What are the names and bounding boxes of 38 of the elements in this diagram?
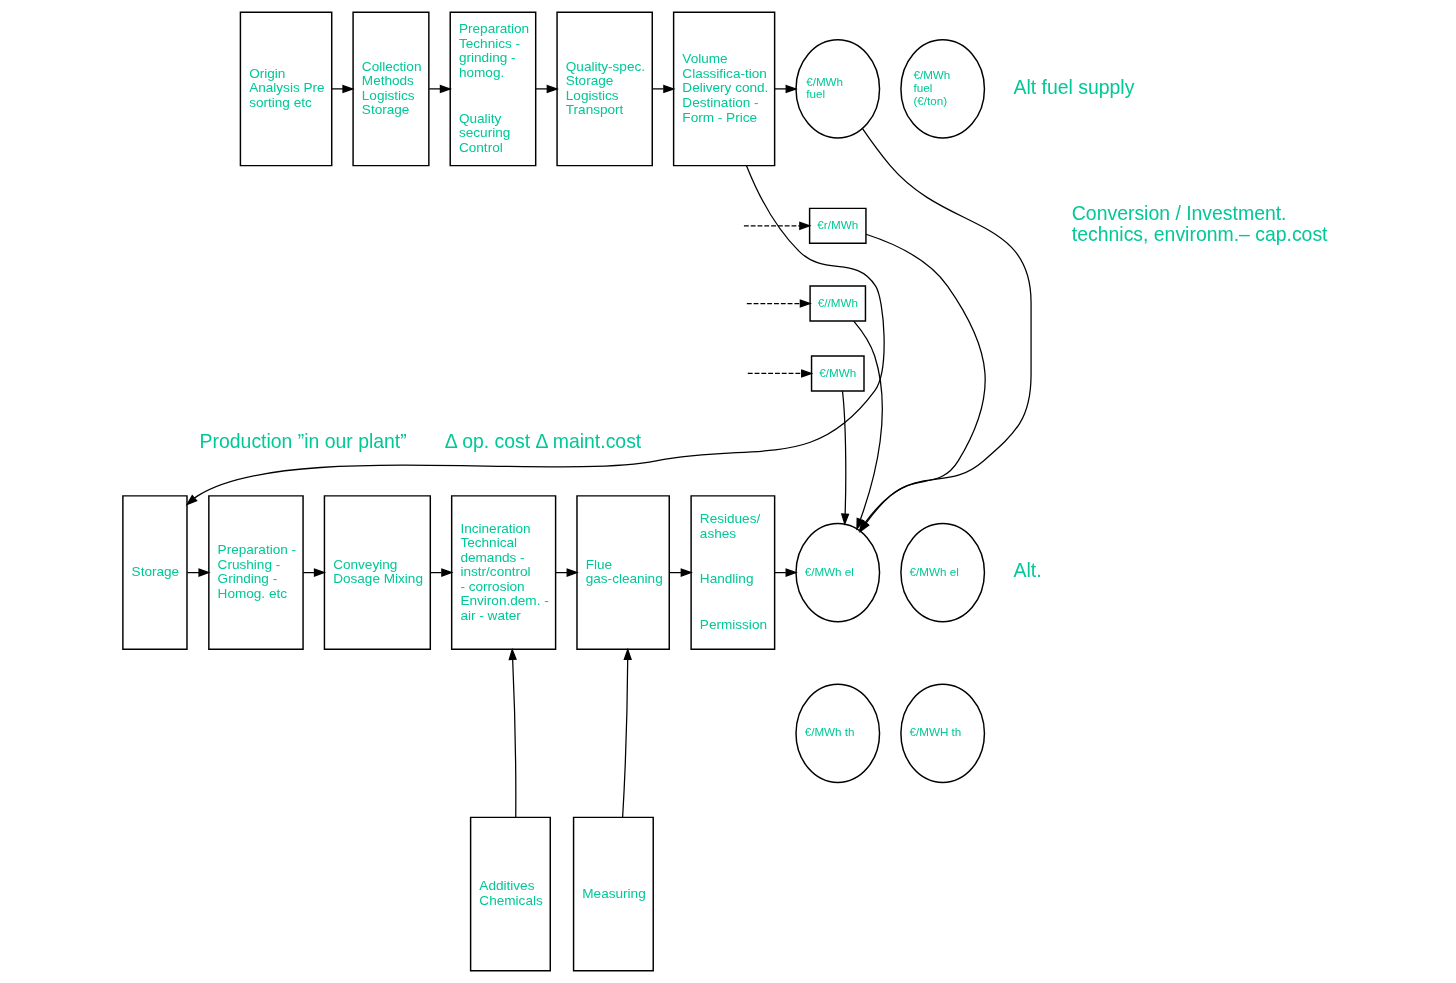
arrow	[651, 84, 675, 94]
arrow	[621, 647, 632, 818]
arrow	[773, 84, 798, 94]
node-box: Storage	[121, 495, 188, 651]
node-box: Preparation - Crushing - Grinding - Homog. etc	[207, 495, 304, 651]
label: Alt.	[1013, 559, 1042, 582]
label: Conversion / Investment. technics, environm.– cap.cost	[1071, 202, 1327, 246]
arrow	[507, 647, 517, 818]
node-box: €//MWh	[808, 285, 866, 322]
arrow	[746, 369, 813, 378]
node-box: €/MWh	[810, 355, 865, 392]
node-box: Volume Classifica-tion Delivery cond. Destination - Form - Price	[672, 11, 775, 167]
arrow	[185, 165, 885, 506]
arrow	[745, 299, 812, 308]
node-box: Flue gas-cleaning	[575, 495, 670, 651]
node-box: Additives Chemicals	[469, 816, 551, 972]
node-ellipse: €/MWH th	[899, 683, 985, 784]
arrow	[534, 84, 559, 94]
node-box: Incineration Technical demands - instr/control - corrosion Environ.dem. - air - water	[450, 495, 556, 651]
node-box: Quality-spec. Storage Logistics Transport	[555, 11, 653, 167]
label: Production ”in our plant”	[199, 430, 407, 453]
node-box: Preparation Technics - grinding - homog. Quality securing Control	[449, 11, 536, 167]
node-box: Conveying Dosage Mixing	[323, 495, 431, 651]
node-box: Collection Methods Logistics Storage	[351, 11, 430, 167]
node-ellipse: €/MWh fuel	[794, 39, 880, 139]
arrow	[330, 84, 355, 94]
node-box: €r/MWh	[808, 207, 867, 245]
arrow	[840, 390, 849, 526]
node-box: Origin Analysis Pre sorting etc	[239, 11, 332, 167]
node-ellipse: €/MWh th	[794, 683, 880, 784]
label: Alt fuel supply	[1013, 75, 1134, 98]
node-ellipse: €/MWh el	[899, 522, 985, 623]
node-box: Measuring	[572, 816, 654, 972]
node-box: Residues/ ashes Handling Permission	[689, 495, 775, 651]
label: Δ op. cost Δ maint.cost	[444, 430, 641, 453]
node-ellipse: €/MWh fuel (€/ton)	[899, 39, 985, 139]
arrow	[428, 84, 452, 94]
arrow	[742, 221, 811, 231]
